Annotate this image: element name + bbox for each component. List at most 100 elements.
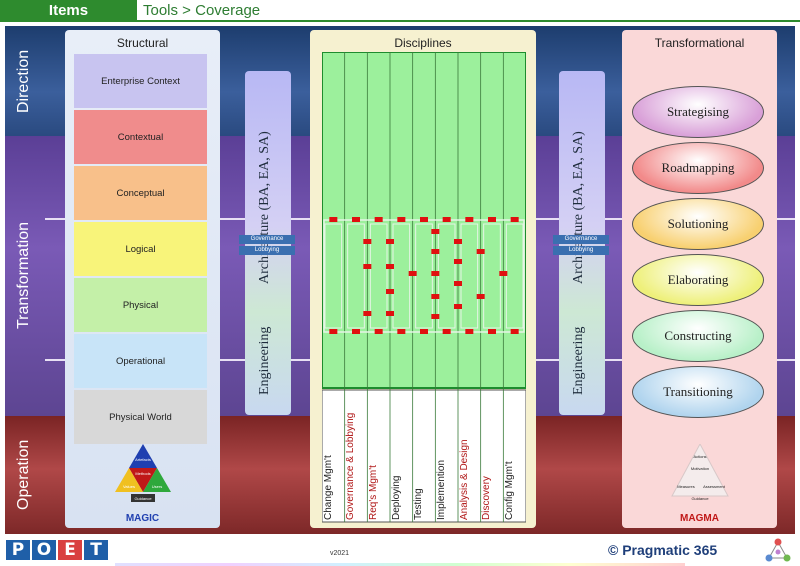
connector-marker <box>442 329 451 334</box>
transformation-label: Transformation <box>15 222 32 330</box>
connector-marker <box>476 249 485 254</box>
triangle-label: Artefacts <box>135 457 151 462</box>
connector-marker <box>510 329 519 334</box>
triangle-label: Values <box>123 484 135 489</box>
direction-label: Direction <box>15 49 32 114</box>
engineering-label: Engineering <box>257 326 272 396</box>
discipline-label[interactable]: Change Mgm't <box>322 455 334 520</box>
connector-marker <box>431 249 440 254</box>
connector-marker <box>454 304 462 309</box>
connector-marker <box>363 264 372 269</box>
connector-marker <box>465 329 474 334</box>
triangle-segment <box>671 444 729 497</box>
structural-layer[interactable]: Contextual <box>74 110 207 164</box>
discipline-label[interactable]: Analysis & Design <box>458 439 470 520</box>
transformational-title: Transformational <box>654 36 745 50</box>
triangle-segment <box>143 468 171 492</box>
brand-label: © Pragmatic 365 <box>608 542 718 558</box>
governance-badge: Governance <box>553 235 609 244</box>
structural-layer[interactable]: Conceptual <box>74 166 207 220</box>
connector-marker <box>431 271 440 276</box>
structural-layer[interactable]: Enterprise Context <box>74 54 207 108</box>
governance-badge: Governance <box>239 235 295 244</box>
magma-logo: MAGMA <box>680 513 719 524</box>
stage-oval[interactable]: Strategising <box>632 86 764 138</box>
connector-marker <box>352 217 360 222</box>
connector-marker <box>397 329 406 334</box>
breadcrumb[interactable]: Tools > Coverage <box>137 0 800 22</box>
structural-layer[interactable]: Physical World <box>74 390 207 444</box>
structural-layer[interactable]: Logical <box>74 222 207 276</box>
stage-oval[interactable]: Constructing <box>632 310 764 362</box>
stage-oval[interactable]: Solutioning <box>632 198 764 250</box>
triangle-label: Guidance <box>134 496 152 501</box>
connector-marker <box>329 329 338 334</box>
structural-layer[interactable]: Operational <box>74 334 207 388</box>
connector-marker <box>431 294 440 299</box>
connector-marker <box>465 217 474 222</box>
disciplines-label-strip <box>322 389 526 523</box>
coverage-canvas: Direction Transformation Operation Struc… <box>5 26 795 534</box>
connector-marker <box>386 311 394 316</box>
connector-marker <box>352 329 360 334</box>
connector-marker <box>420 329 428 334</box>
triangle-segment <box>129 468 157 492</box>
connector-marker <box>442 217 451 222</box>
poet-letter: O <box>32 540 56 560</box>
triangle-label: Actions <box>693 454 706 459</box>
version-label: v2021 <box>330 550 350 557</box>
connector-marker <box>431 229 440 234</box>
connector-marker <box>363 239 372 244</box>
triangle-label: Assessment <box>703 484 726 489</box>
poet-letter: E <box>58 540 82 560</box>
footer-rule <box>115 563 685 566</box>
network-icon <box>765 538 791 562</box>
connector-marker <box>420 217 428 222</box>
discipline-label[interactable]: Deploying <box>390 475 402 520</box>
connector-marker <box>397 217 406 222</box>
disciplines-title: Disciplines <box>394 36 452 50</box>
discipline-label[interactable]: Discovery <box>481 476 493 520</box>
connector-marker <box>510 217 519 222</box>
structural-layer[interactable]: Physical <box>74 278 207 332</box>
magic-triangle: Artefacts Methods Values Users Guidance <box>115 444 171 502</box>
triangle-label: Guidance <box>691 496 709 501</box>
poet-letter: T <box>84 540 108 560</box>
discipline-label[interactable]: Testing <box>413 488 425 520</box>
magma-triangle: Actions Motivation Measures Assessment G… <box>671 444 729 501</box>
connector-loop <box>324 223 343 329</box>
connector-loop <box>460 223 479 329</box>
connector-marker <box>374 329 383 334</box>
discipline-label[interactable]: Implemention <box>435 459 447 520</box>
connector-marker <box>374 217 383 222</box>
architecture-label: Architecture (BA, EA, SA) <box>571 131 586 285</box>
lobbying-badge: Lobbying <box>553 246 609 255</box>
connector-marker <box>431 314 440 319</box>
discipline-label[interactable]: Governance & Lobbying <box>345 412 357 520</box>
operation-label: Operation <box>15 439 32 511</box>
discipline-label[interactable]: Req's Mgm't <box>367 465 379 520</box>
connector-marker <box>386 239 394 244</box>
triangle-segment <box>115 468 143 492</box>
triangle-base <box>131 494 155 502</box>
triangle-label: Measures <box>677 484 695 489</box>
poet-letter: P <box>6 540 30 560</box>
stage-oval[interactable]: Roadmapping <box>632 142 764 194</box>
items-tab[interactable]: Items <box>0 0 137 22</box>
connector-marker <box>363 311 372 316</box>
disciplines-grid <box>322 52 526 523</box>
discipline-label[interactable]: Config Mgm't <box>503 461 515 520</box>
lobbying-badge: Lobbying <box>239 246 295 255</box>
triangle-label: Motivation <box>691 466 709 471</box>
connector-marker <box>454 259 462 264</box>
stage-oval[interactable]: Elaborating <box>632 254 764 306</box>
stage-oval[interactable]: Transitioning <box>632 366 764 418</box>
architecture-label: Architecture (BA, EA, SA) <box>257 131 272 285</box>
connector-marker <box>488 329 496 334</box>
connector-marker <box>386 264 394 269</box>
triangle-segment <box>129 444 157 468</box>
